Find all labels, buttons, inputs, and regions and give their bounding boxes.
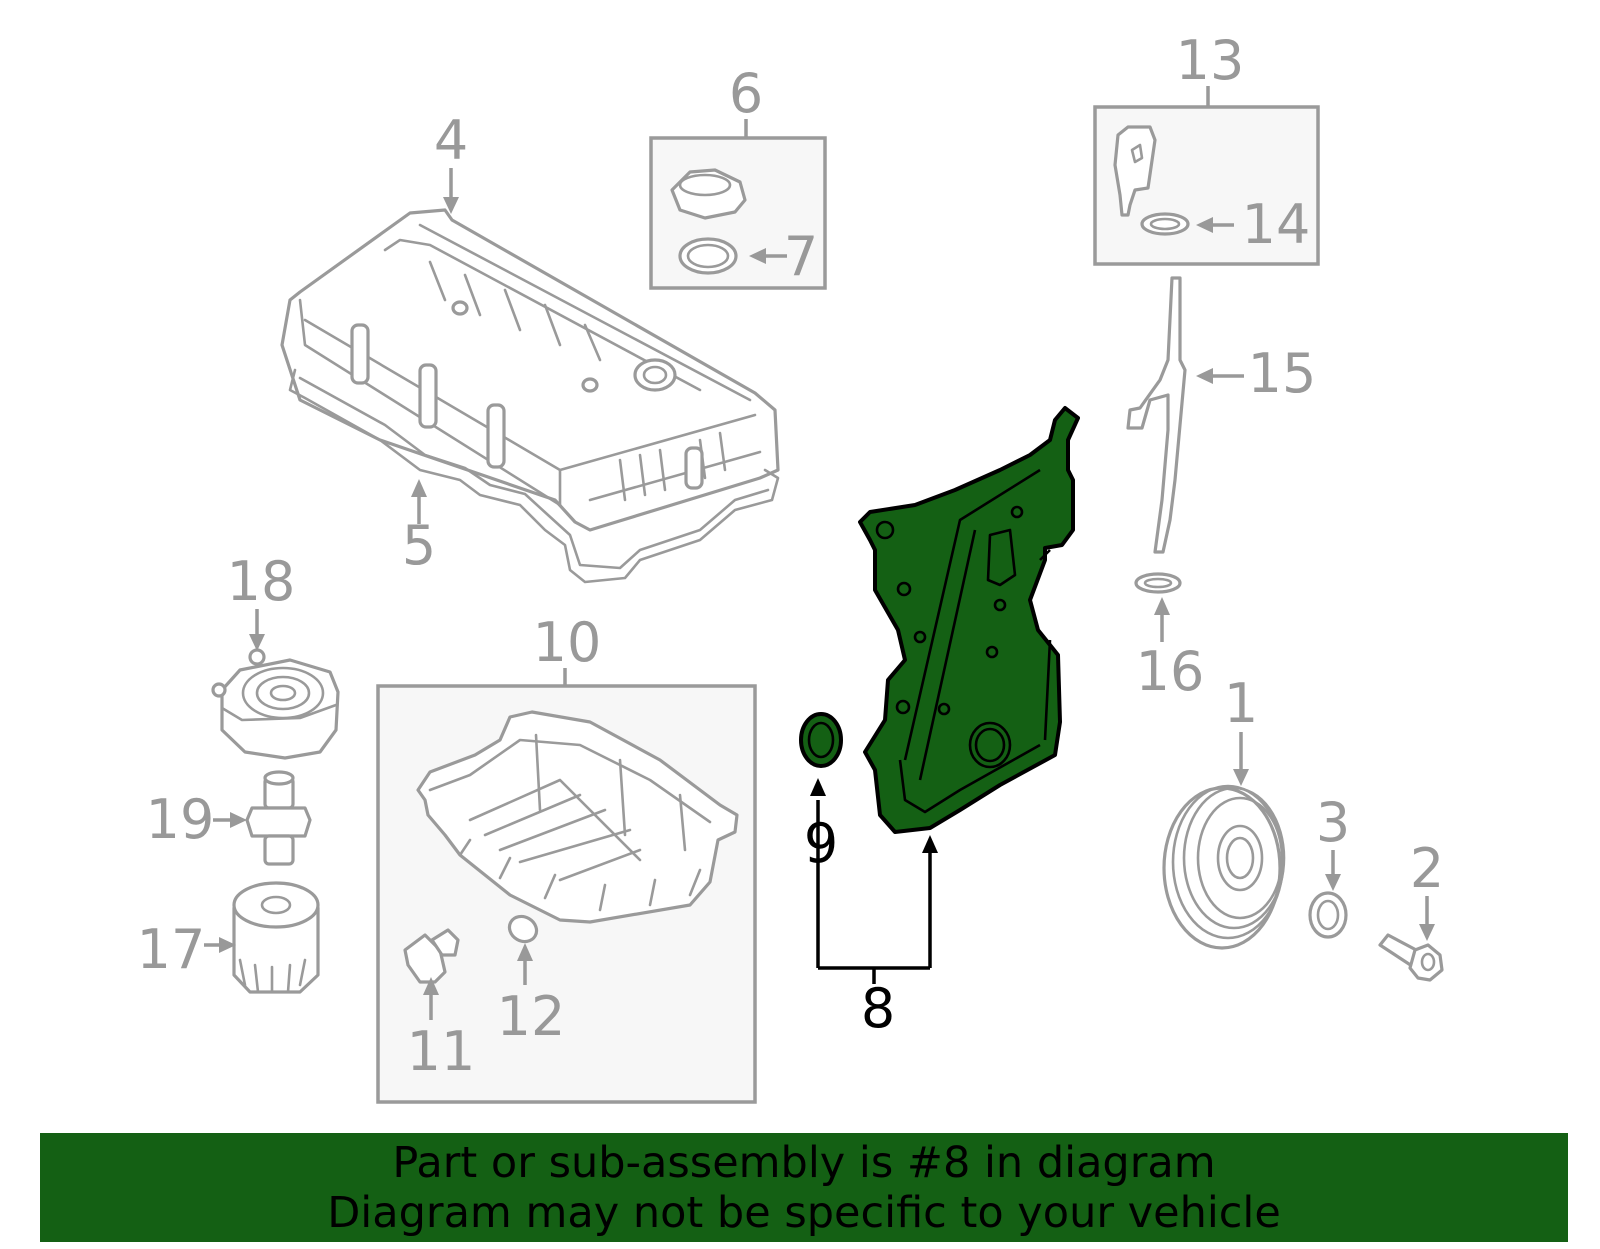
callout-15: 15 xyxy=(1248,342,1317,405)
drain-plug-gasket-icon xyxy=(507,914,539,944)
oil-cooler-connector-icon xyxy=(245,770,312,866)
callout-7: 7 xyxy=(784,225,818,288)
pulley-bolt-icon xyxy=(1378,933,1444,982)
dipstick-tube-icon xyxy=(1126,276,1187,554)
callout-12: 12 xyxy=(497,985,566,1048)
front-crankshaft-seal-icon xyxy=(799,712,843,768)
valve-cover-icon xyxy=(280,208,780,532)
callout-3: 3 xyxy=(1316,791,1350,854)
callout-8-bracket xyxy=(810,778,938,984)
dipstick-oring-icon xyxy=(1140,212,1190,236)
callout-10: 10 xyxy=(533,611,602,674)
callout-16: 16 xyxy=(1136,640,1205,703)
timing-cover-icon xyxy=(858,406,1080,834)
oil-pan-plug-icon xyxy=(403,928,460,984)
callout-6: 6 xyxy=(729,62,763,125)
dipstick-tube-oring-icon xyxy=(1134,572,1182,594)
oil-cap-seal-icon xyxy=(678,237,738,275)
callout-2: 2 xyxy=(1410,837,1444,900)
callout-11: 11 xyxy=(407,1020,476,1083)
callout-9: 9 xyxy=(804,812,838,875)
crankshaft-pulley-icon xyxy=(1162,784,1286,950)
pulley-washer-icon xyxy=(1308,891,1348,939)
callout-19: 19 xyxy=(146,788,215,851)
dipstick-handle-icon xyxy=(1113,125,1157,217)
oil-pan-icon xyxy=(416,710,739,924)
callout-5: 5 xyxy=(402,514,436,577)
callout-18: 18 xyxy=(227,550,296,613)
oil-filter-icon xyxy=(232,881,320,994)
callout-1: 1 xyxy=(1224,672,1258,735)
callout-8: 8 xyxy=(861,977,895,1040)
callout-4: 4 xyxy=(434,109,468,172)
callout-17: 17 xyxy=(137,918,206,981)
callout-arrows xyxy=(204,86,1435,1020)
oil-cooler-icon xyxy=(211,648,340,760)
valve-cover-gasket-icon xyxy=(288,368,780,584)
banner-line-1: Part or sub-assembly is #8 in diagram xyxy=(392,1137,1216,1188)
callout-14: 14 xyxy=(1242,193,1311,256)
callout-13: 13 xyxy=(1176,29,1245,92)
oil-filler-cap-icon xyxy=(670,168,747,220)
info-banner: Part or sub-assembly is #8 in diagram Di… xyxy=(40,1133,1568,1242)
part-6-box xyxy=(649,136,827,290)
banner-line-2: Diagram may not be specific to your vehi… xyxy=(327,1187,1281,1238)
